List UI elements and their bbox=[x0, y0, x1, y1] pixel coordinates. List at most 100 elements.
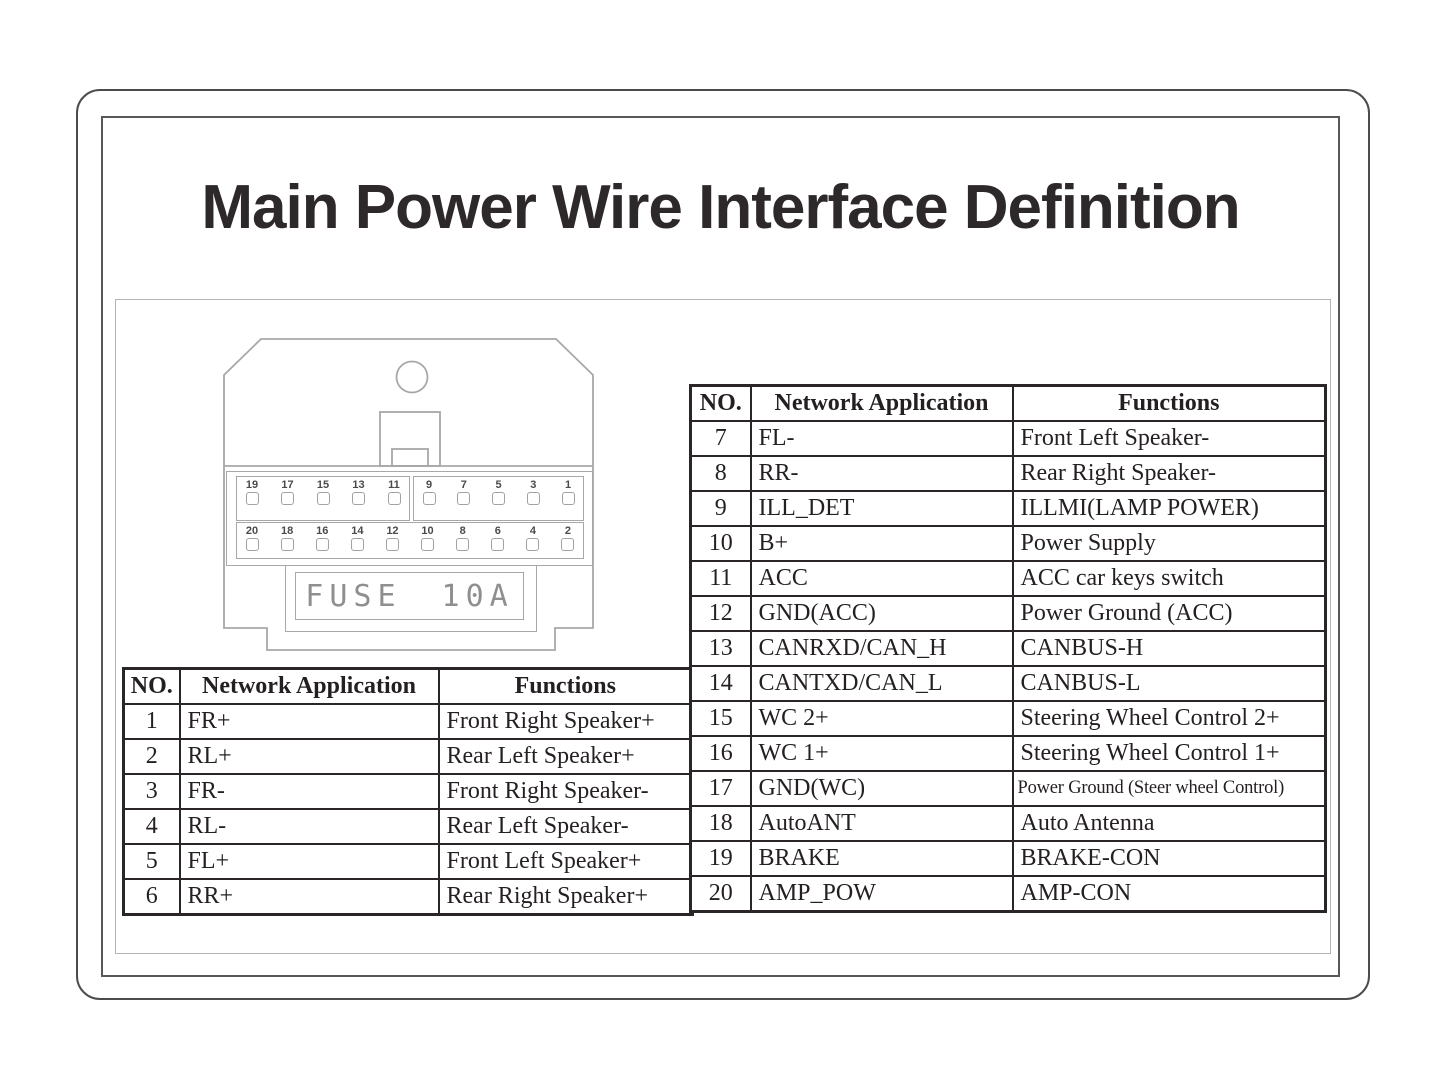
pin-row-odd-left: 19 17 15 13 11 bbox=[236, 476, 410, 521]
network-application: ACC bbox=[749, 560, 1014, 597]
pin-square-icon bbox=[526, 492, 540, 505]
mounting-hole-icon bbox=[395, 360, 429, 394]
pin-number: 15 bbox=[316, 479, 330, 491]
pin-no: 6 bbox=[122, 878, 181, 916]
pin-7: 7 bbox=[453, 480, 475, 505]
pin-number: 11 bbox=[388, 479, 400, 491]
fuse-housing: FUSE 10A bbox=[285, 565, 537, 632]
pin-3: 3 bbox=[522, 480, 544, 505]
function: Rear Left Speaker+ bbox=[437, 738, 694, 775]
connector-body-shape bbox=[223, 338, 594, 651]
column-header-functions: Functions bbox=[437, 667, 694, 705]
column-header-no: NO. bbox=[689, 384, 752, 422]
function: Steering Wheel Control 2+ bbox=[1011, 700, 1327, 737]
pin-number: 3 bbox=[530, 479, 537, 491]
network-application: FR+ bbox=[178, 703, 440, 740]
column-header-functions: Functions bbox=[1011, 384, 1327, 422]
pin-square-icon bbox=[315, 538, 329, 551]
pin-number: 19 bbox=[245, 479, 259, 491]
pin-square-icon bbox=[526, 538, 540, 551]
network-application: ILL_DET bbox=[749, 490, 1014, 527]
network-application: RR- bbox=[749, 455, 1014, 492]
function: ACC car keys switch bbox=[1011, 560, 1327, 597]
pin-no: 17 bbox=[689, 770, 752, 807]
network-application: GND(ACC) bbox=[749, 595, 1014, 632]
pin-square-icon bbox=[421, 538, 435, 551]
pin-number: 1 bbox=[564, 479, 572, 491]
pin-number: 18 bbox=[280, 525, 294, 537]
pin-8: 8 bbox=[452, 526, 474, 551]
page-title: Main Power Wire Interface Definition bbox=[201, 173, 1240, 242]
function: Power Ground (Steer wheel Control) bbox=[1011, 770, 1327, 807]
pin-number: 6 bbox=[494, 525, 501, 537]
pin-square-icon bbox=[561, 492, 575, 505]
network-application: GND(WC) bbox=[749, 770, 1014, 807]
pin-no: 11 bbox=[689, 560, 752, 597]
pin-square-icon bbox=[245, 492, 259, 505]
pin-number: 8 bbox=[459, 525, 466, 537]
function: BRAKE-CON bbox=[1011, 840, 1327, 877]
function: ILLMI(LAMP POWER) bbox=[1011, 490, 1327, 527]
pin-number: 9 bbox=[425, 479, 433, 491]
pin-11: 11 bbox=[383, 480, 405, 505]
pin-2: 2 bbox=[557, 526, 579, 551]
function: CANBUS-H bbox=[1011, 630, 1327, 667]
column-header-no: NO. bbox=[122, 667, 181, 705]
function: Front Right Speaker+ bbox=[437, 703, 694, 740]
pin-17: 17 bbox=[277, 480, 299, 505]
inner-border-frame bbox=[101, 116, 1340, 977]
function: Auto Antenna bbox=[1011, 805, 1327, 842]
pin-square-icon bbox=[385, 538, 399, 551]
pin-square-icon bbox=[492, 492, 505, 505]
pin-no: 16 bbox=[689, 735, 752, 772]
pin-square-icon bbox=[245, 538, 259, 551]
pin-20: 20 bbox=[241, 526, 263, 551]
function: Rear Right Speaker- bbox=[1011, 455, 1327, 492]
function: Rear Right Speaker+ bbox=[437, 878, 694, 916]
pin-15: 15 bbox=[312, 480, 334, 505]
network-application: WC 2+ bbox=[749, 700, 1014, 737]
pin-square-icon bbox=[280, 538, 294, 551]
pin-square-icon bbox=[456, 538, 470, 551]
pin-square-icon bbox=[316, 492, 330, 505]
pin-number: 12 bbox=[386, 525, 399, 537]
network-application: RL+ bbox=[178, 738, 440, 775]
function: Power Supply bbox=[1011, 525, 1327, 562]
network-application: WC 1+ bbox=[749, 735, 1014, 772]
pin-5: 5 bbox=[488, 480, 510, 505]
pin-no: 10 bbox=[689, 525, 752, 562]
pin-no: 15 bbox=[689, 700, 752, 737]
pin-9: 9 bbox=[418, 480, 440, 505]
pin-14: 14 bbox=[346, 526, 368, 551]
pin-12: 12 bbox=[381, 526, 403, 551]
network-application: B+ bbox=[749, 525, 1014, 562]
pin-no: 5 bbox=[122, 843, 181, 880]
column-header-network-application: Network Application bbox=[178, 667, 440, 705]
pin-square-icon bbox=[457, 492, 471, 505]
pin-square-icon bbox=[352, 492, 365, 505]
pin-square-icon bbox=[350, 538, 364, 551]
pin-no: 20 bbox=[689, 875, 752, 913]
pin-no: 18 bbox=[689, 805, 752, 842]
pin-number: 4 bbox=[529, 525, 536, 537]
pin-number: 13 bbox=[352, 479, 365, 491]
pin-no: 3 bbox=[122, 773, 181, 810]
